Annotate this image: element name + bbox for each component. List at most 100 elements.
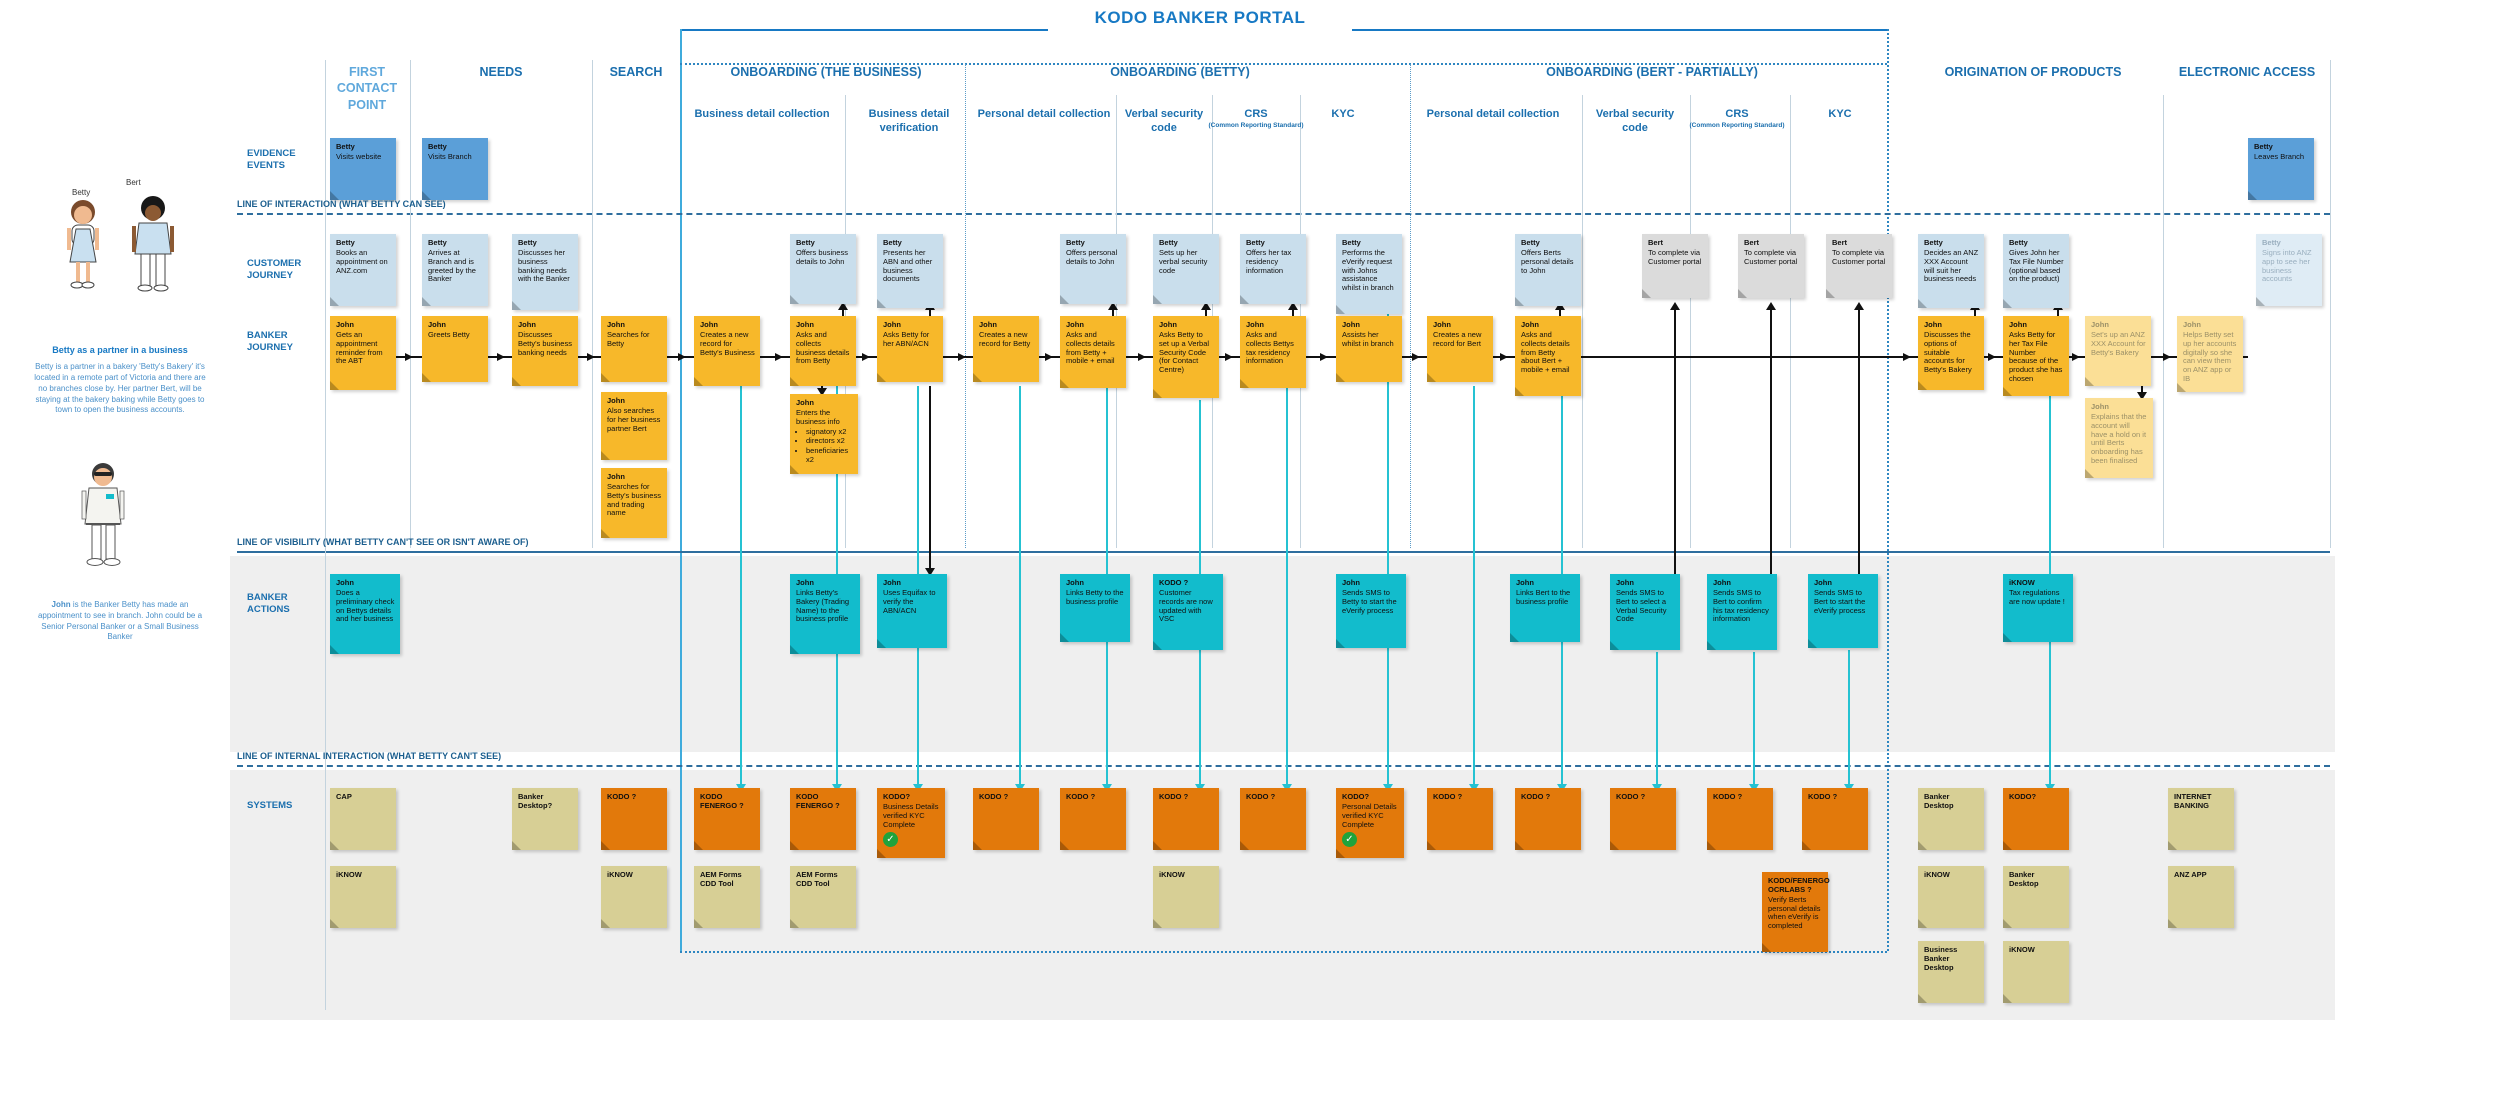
sticky-note-body: Performs the eVerify request with Johns … [1342,247,1394,293]
sticky-note[interactable]: iKNOW [1153,866,1219,928]
sticky-note[interactable]: KODO ? [1610,788,1676,850]
sticky-note-body: Creates a new record for Betty's Busines… [700,329,755,357]
phase-header-needs: NEEDS [479,65,523,79]
sticky-note[interactable]: KODO ? [1515,788,1581,850]
arrow-up-icon [1555,302,1565,310]
kodo-portal-frame-bottom [680,951,1887,953]
kodo-portal-frame-top-right [1352,29,1887,31]
sticky-note[interactable]: CAP [330,788,396,850]
sticky-note[interactable]: KODO ? [1060,788,1126,850]
sticky-note[interactable]: Banker Desktop? [512,788,578,850]
sticky-note-body: Leaves Branch [2254,151,2305,161]
sticky-note[interactable]: Banker Desktop [2003,866,2069,928]
flow-arrow-right-icon [775,353,783,361]
sticky-note[interactable]: iKNOW [330,866,396,928]
sticky-note[interactable]: AEM Forms CDD Tool [694,866,760,928]
sticky-note-body: Asks Betty for her ABN/ACN [883,329,930,348]
sticky-note[interactable]: Banker Desktop [1918,788,1984,850]
sticky-note[interactable]: KODO ?Customer records are now updated w… [1153,574,1223,650]
connector-line [1674,304,1676,574]
sticky-note[interactable]: KODO?Business Details verified KYC Compl… [877,788,945,858]
sticky-note-title: Betty [1342,238,1361,247]
sticky-note[interactable]: KODO? [2003,788,2069,850]
sticky-note[interactable]: KODO ? [1240,788,1306,850]
sticky-note[interactable]: AEM Forms CDD Tool [790,866,856,928]
sticky-note-title: iKNOW [2009,945,2035,954]
sticky-note-title: John [1246,320,1264,329]
sticky-note[interactable]: KODO?Personal Details verified KYC Compl… [1336,788,1404,858]
sticky-note[interactable]: KODO FENERGO ? [790,788,856,850]
sticky-note-title: iKNOW [1159,870,1185,879]
sticky-note[interactable]: KODO ? [1707,788,1773,850]
subheader-kyc: KYC [1828,108,1852,120]
sticky-note[interactable]: iKNOW [2003,941,2069,1003]
sticky-note[interactable]: iKNOW [601,866,667,928]
sticky-note[interactable]: KODO ? [1153,788,1219,850]
system-connector-line [1387,300,1389,786]
sticky-note[interactable]: Business Banker Desktop [1918,941,1984,1003]
flow-arrow-right-icon [1045,353,1053,361]
sticky-note[interactable]: KODO FENERGO ? [694,788,760,850]
sticky-note[interactable]: KODO ? [1802,788,1868,850]
sticky-note[interactable]: KODO ? [1427,788,1493,850]
sticky-note[interactable]: ANZ APP [2168,866,2234,928]
sticky-note[interactable]: KODO/FENERGO OCRLABS ?Verify Berts perso… [1762,872,1830,952]
sticky-note[interactable]: INTERNET BANKING [2168,788,2234,850]
column-separator [410,60,411,548]
sticky-note[interactable]: KODO ? [601,788,667,850]
sticky-note[interactable]: iKNOW [1918,866,1984,928]
sticky-note[interactable]: KODO ? [973,788,1039,850]
